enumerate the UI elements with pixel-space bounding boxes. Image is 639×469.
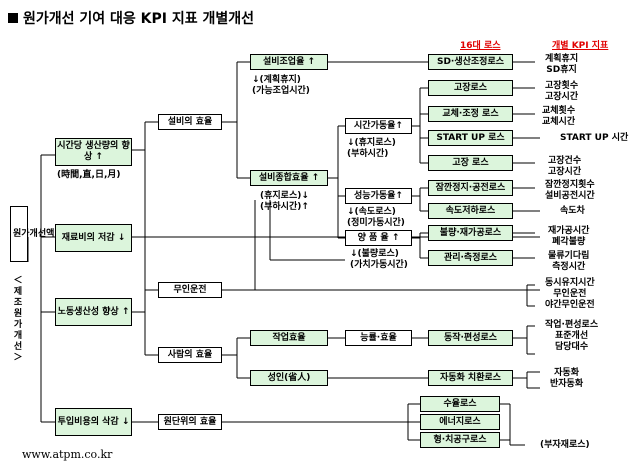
kpi-label: 물류기다림 측정시간 xyxy=(548,251,590,272)
kpi-label: 자동화 반자동화 xyxy=(550,368,584,389)
node-overall-eff: 설비종합효율 ↑ xyxy=(250,170,328,186)
header-kpi: 개별 KPI 지표 xyxy=(552,41,609,51)
node-quality-rate-sub: ↓(불량로스) (가치가동시간) xyxy=(350,249,408,270)
loss-box: 동작·편성로스 xyxy=(428,330,513,346)
loss-box: SD·생산조정로스 xyxy=(428,54,513,70)
node-overall-eff-sub: (휴지로스)↓ (부하시간)↑ xyxy=(260,191,309,212)
node-uptime-sub: ↓(계획휴지) (가능조업시간) xyxy=(252,75,310,96)
kpi-label: (부자재로스) xyxy=(540,440,590,450)
loss-box: 고장 로스 xyxy=(428,155,513,171)
node-time-output-sub: (時間,直,日,月) xyxy=(57,170,121,180)
kpi-label: 잠깐정지횟수 설비공전시간 xyxy=(545,180,595,201)
square-bullet-icon xyxy=(8,13,18,23)
kpi-label: 동시유지시간 무인운전 xyxy=(545,278,595,299)
node-work-eff: 작업효율 xyxy=(250,330,328,346)
node-time-avail: 시간가동율↑ xyxy=(345,118,412,134)
kpi-label: 작업·편성로스 표준개선 담당대수 xyxy=(545,320,599,352)
root-subtitle: ＜제조원가개선＞ xyxy=(13,276,23,363)
loss-box: 잠깐정지·공전로스 xyxy=(428,180,513,196)
loss-box: 불량·재가공로스 xyxy=(428,225,513,241)
kpi-label: 고장건수 고장시간 xyxy=(548,156,582,177)
loss-box: 관리·측정로스 xyxy=(428,250,513,266)
kpi-label: 야간무인운전 xyxy=(545,300,595,310)
node-unit-eff: 원단위의 효율 xyxy=(158,414,222,430)
loss-box: 고장로스 xyxy=(428,80,513,96)
node-labor: 노동생산성 향상 ↑ xyxy=(55,298,132,326)
loss-box: 자동화 치환로스 xyxy=(428,370,513,386)
header-16-losses: 16대 로스 xyxy=(460,41,501,51)
loss-box: 교체·조정 로스 xyxy=(428,106,513,122)
kpi-label: 속도차 xyxy=(560,206,585,216)
node-time-avail-sub: ↓(휴지로스) (부하시간) xyxy=(347,138,396,159)
node-perf-avail-sub: ↓(속도로스) (정미가동시간) xyxy=(347,207,405,228)
kpi-label: 고장횟수 고장시간 xyxy=(545,81,579,102)
node-ability: 능률·효율 xyxy=(345,330,412,346)
loss-box: 수율로스 xyxy=(420,396,500,412)
loss-box: START UP 로스 xyxy=(428,130,513,146)
node-input-cost: 투입비용의 삭감 ↓ xyxy=(55,408,132,436)
root-box: 원가개선액 xyxy=(10,206,54,262)
node-perf-avail: 성능가동율↑ xyxy=(345,188,412,204)
node-quality-rate: 양 품 율 ↑ xyxy=(345,230,412,246)
kpi-label: START UP 시간 xyxy=(560,133,629,143)
kpi-label: 계획휴지 SD휴지 xyxy=(545,54,579,75)
node-equip-eff: 설비의 효율 xyxy=(158,114,222,130)
node-material: 재료비의 저감 ↓ xyxy=(55,224,132,252)
node-unmanned: 무인운전 xyxy=(158,282,222,298)
node-time-output: 시간당 생산량의 향상 ↑ xyxy=(55,138,132,166)
node-human-eff: 사람의 효율 xyxy=(158,347,222,363)
loss-box: 에너지로스 xyxy=(420,414,500,430)
node-staff-saving: 성인(省人) xyxy=(250,370,328,386)
kpi-label: 교체횟수 교체시간 xyxy=(542,106,576,127)
loss-box: 속도저하로스 xyxy=(428,203,513,219)
footer-url: www.atpm.co.kr xyxy=(22,448,113,461)
kpi-label: 재가공시간 폐각불량 xyxy=(548,226,590,247)
loss-box: 형·치공구로스 xyxy=(420,432,500,448)
page-title: 원가개선 기여 대응 KPI 지표 개별개선 xyxy=(8,8,254,28)
node-uptime: 설비조업율 ↑ xyxy=(250,54,328,70)
